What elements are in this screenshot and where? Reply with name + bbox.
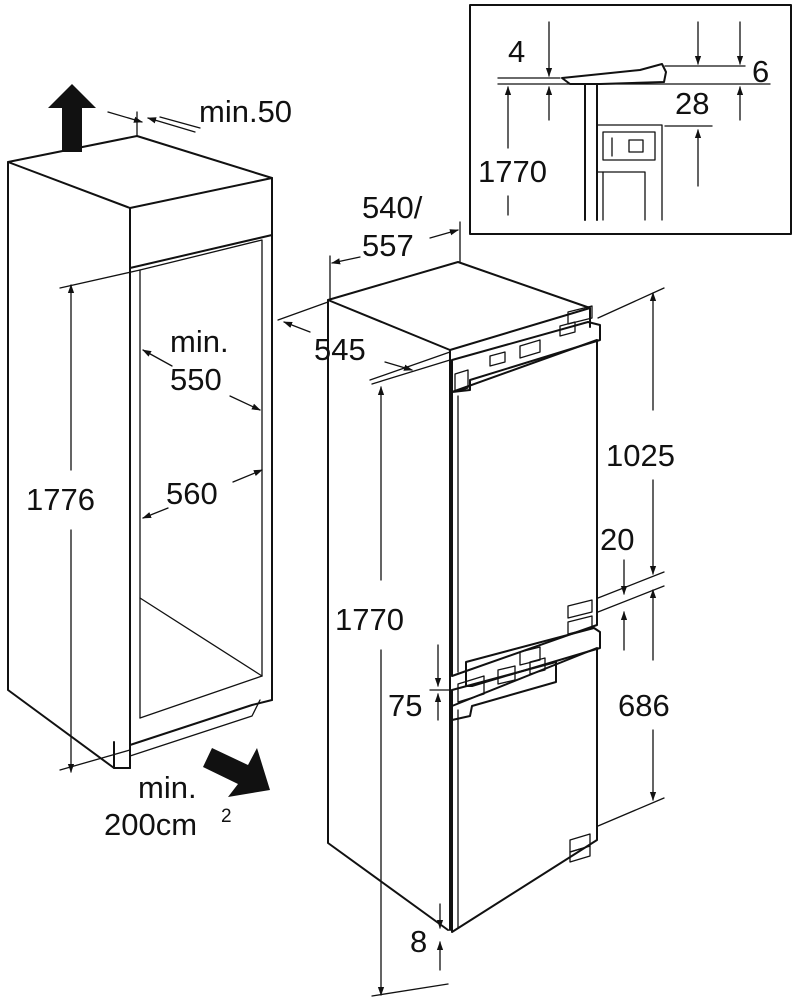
appliance-depth-label: 545 — [314, 332, 366, 367]
appliance-width-label-line2: 557 — [362, 228, 414, 263]
appliance-width-dimension — [329, 221, 461, 301]
bracket-offset-dimension — [429, 644, 453, 721]
niche-width-label: 560 — [166, 476, 218, 511]
lower-door-height-label: 686 — [618, 688, 670, 723]
appliance-height-label: 1770 — [335, 602, 404, 637]
niche-depth-label-line1: min. — [170, 324, 229, 359]
niche-height-dimension — [59, 269, 141, 773]
door-gap-label: 20 — [600, 522, 634, 557]
niche-width-dimension — [142, 469, 263, 519]
niche-ventilation-bottom-label-line1: min. — [138, 770, 197, 805]
niche-ventilation-bottom-superscript: 2 — [221, 806, 232, 827]
appliance-height-dimension — [371, 359, 451, 997]
appliance-body — [327, 261, 598, 933]
niche-depth-dimension — [142, 349, 261, 411]
detail-dim-right-label: 28 — [675, 86, 709, 121]
bottom-gap-label: 8 — [410, 924, 427, 959]
bottom-hinge — [569, 833, 591, 863]
niche-ventilation-top-label: min.50 — [199, 94, 292, 129]
niche-ventilation-top-dimension — [107, 111, 201, 137]
lower-door-bracket — [451, 657, 557, 721]
niche-cabinet — [7, 135, 273, 769]
bracket-offset-label: 75 — [388, 688, 422, 723]
upper-door-bracket — [451, 305, 601, 393]
niche-depth-label-line2: 550 — [170, 362, 222, 397]
detail-inset — [469, 4, 792, 235]
ventilation-outlet-arrow — [48, 84, 96, 152]
detail-dim-top-right-label: 6 — [752, 54, 769, 89]
detail-dim-top-left-label: 4 — [508, 34, 525, 69]
detail-height-label: 1770 — [478, 154, 547, 189]
appliance-width-label-line1: 540/ — [362, 190, 423, 225]
niche-height-label: 1776 — [26, 482, 95, 517]
ventilation-inlet-arrow — [203, 748, 270, 797]
niche-ventilation-bottom-label-line2: 200cm — [104, 807, 197, 842]
door-heights-dimension — [597, 287, 665, 827]
upper-door-height-label: 1025 — [606, 438, 675, 473]
appliance-depth-dimension — [277, 301, 451, 381]
